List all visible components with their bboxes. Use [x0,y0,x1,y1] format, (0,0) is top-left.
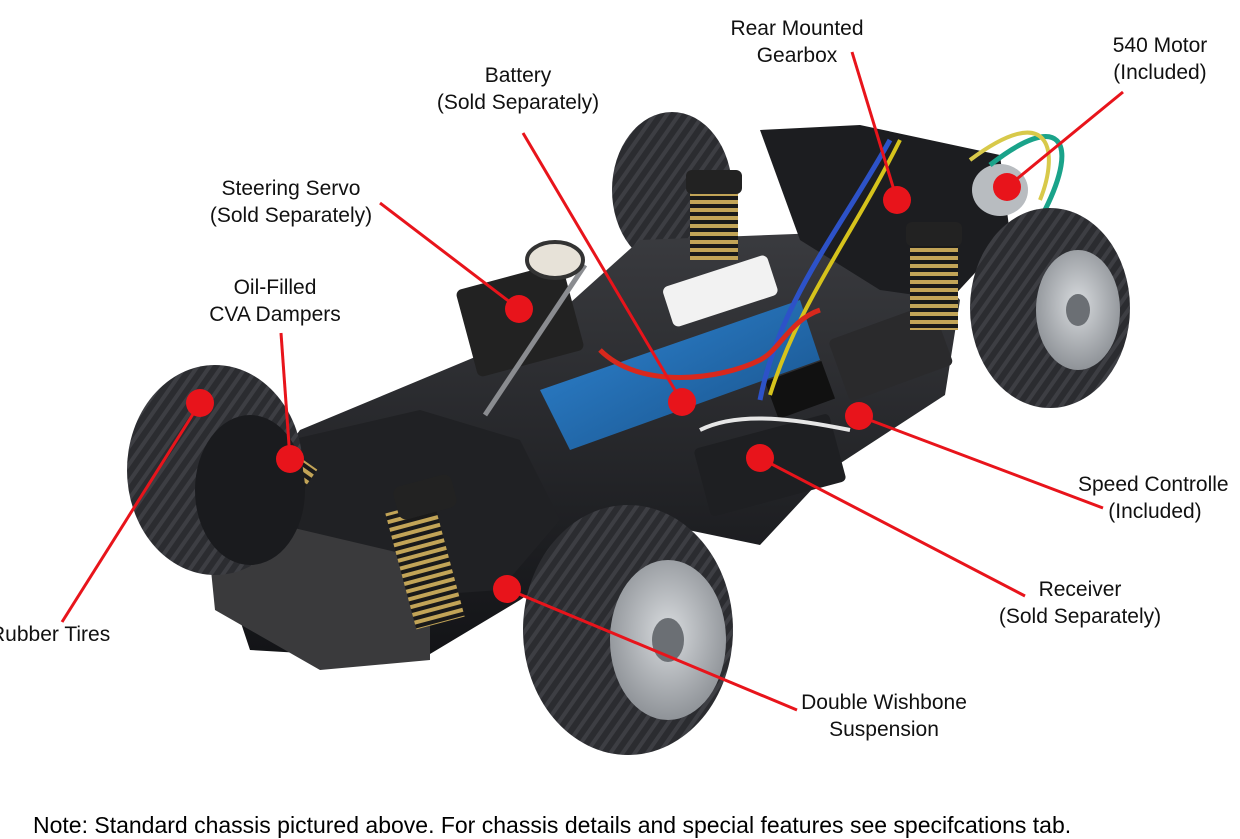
label-line: Steering Servo [221,177,361,200]
footnote: Note: Standard chassis pictured above. F… [33,812,1072,838]
leader-line-battery [521,132,684,403]
battery-connector [663,255,778,327]
servo-rod [482,263,588,417]
label-double-wishbone-suspension: Double Wishbone Suspension [784,689,984,743]
label-rubber-tires: Rubber Tires [0,621,140,648]
label-line: 540 Motor [1112,34,1208,57]
label-rear-mounted-gearbox: Rear Mounted Gearbox [712,15,882,69]
label-line: Speed Controlle [1078,473,1229,496]
callout-dot-receiver [746,444,774,472]
label-steering-servo: Steering Servo (Sold Separately) [196,175,386,229]
callout-dot-rear-mounted-gearbox [883,186,911,214]
label-line: (Sold Separately) [998,605,1162,628]
heat-sink [764,360,836,420]
label-line: Receiver [1038,578,1122,601]
label-receiver: Receiver (Sold Separately) [985,576,1175,630]
label-line: Rubber Tires [0,623,111,646]
motor-wires [988,134,1065,212]
label-line: Rear Mounted [730,17,864,40]
front-left-tire [127,365,305,575]
label-line: Double Wishbone [801,691,967,714]
label-line: CVA Dampers [209,303,341,326]
label-oil-filled-cva-dampers: Oil-Filled CVA Dampers [190,274,360,328]
leader-line-rear-mounted-gearbox [850,51,899,201]
label-line: (Sold Separately) [209,204,373,227]
label-540-motor: 540 Motor (Included) [1090,32,1230,86]
rc-car-chassis-illustration [127,112,1130,755]
leader-line-oil-filled-cva-dampers [279,332,292,460]
rear-right-damper [910,230,958,330]
leader-lines [60,51,1124,712]
front-right-tire [523,505,733,755]
leader-line-steering-servo [379,201,520,311]
red-wire [598,307,821,380]
yellow-wire [768,139,902,396]
callout-dot-double-wishbone-suspension [493,575,521,603]
front-right-damper [385,500,465,630]
leader-line-double-wishbone-suspension [506,587,798,712]
label-line: (Sold Separately) [436,91,600,114]
label-line: Suspension [829,718,939,741]
servo-saver [525,240,585,280]
rear-right-tire [970,208,1130,408]
blue-wire [757,138,893,401]
leader-line-540-motor [1006,90,1124,189]
callout-dot-battery [668,388,696,416]
label-line: Battery [484,64,552,87]
callout-dots [186,173,1021,603]
label-line: (Included) [1108,500,1202,523]
callout-dot-speed-controller [845,402,873,430]
callout-dot-oil-filled-cva-dampers [276,445,304,473]
label-line: Oil-Filled [233,276,317,299]
callout-dot-steering-servo [505,295,533,323]
label-line: (Included) [1113,61,1207,84]
label-battery: Battery (Sold Separately) [423,62,613,116]
callout-dot-540-motor [993,173,1021,201]
label-speed-controller: Speed Controlle (Included) [1070,471,1240,525]
leader-line-speed-controller [858,414,1104,510]
leader-line-receiver [759,456,1026,598]
callout-dot-rubber-tires [186,389,214,417]
leader-line-rubber-tires [60,402,202,623]
label-line: Gearbox [756,44,838,67]
